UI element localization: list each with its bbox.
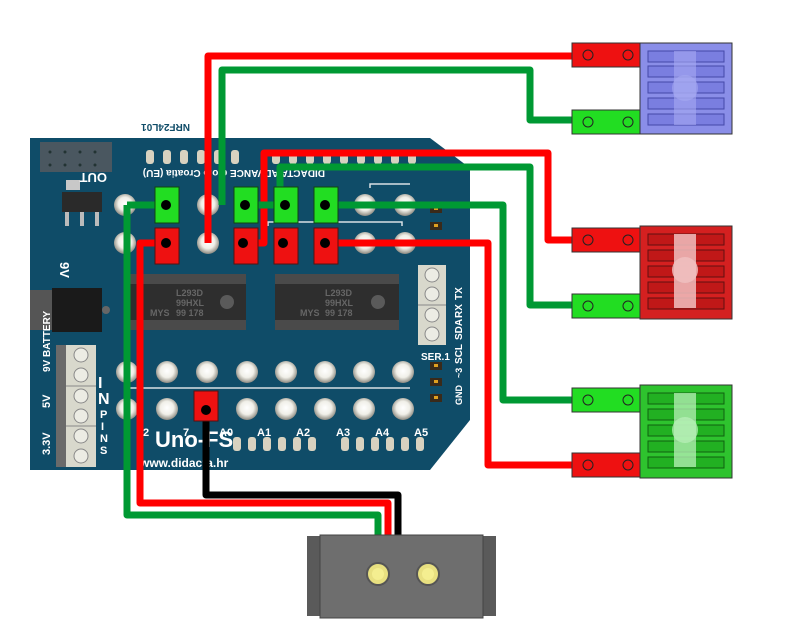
chip-date: 99 178 [325, 308, 353, 318]
connector-green [154, 186, 180, 224]
pins-label-s: S [100, 445, 107, 457]
in-label-n: N [98, 391, 110, 408]
rx-label: RX [454, 304, 465, 318]
connector-green [273, 186, 299, 224]
rail-33v-label: 3.3V [41, 432, 53, 455]
chip-part: L293D [325, 288, 353, 298]
wires [123, 52, 580, 535]
pin-label: A4 [375, 427, 390, 439]
chip-part: L293D [176, 288, 204, 298]
wire-red-servo-red [243, 149, 580, 247]
wire-red-servo-green [325, 239, 580, 469]
connector-red [154, 227, 180, 265]
chip-date: 99 178 [176, 308, 204, 318]
chip-code: 99HXL [176, 298, 205, 308]
out-label: OUT [80, 170, 108, 185]
nrf-header [40, 142, 112, 172]
ce-mark: CE [448, 443, 471, 460]
pad-row-bottom [233, 437, 424, 451]
connector-red [233, 227, 259, 265]
servo-blue [571, 42, 733, 135]
pins-label-i: I [101, 421, 104, 433]
pin-label: A1 [257, 427, 271, 439]
pin-label: 7 [183, 427, 189, 439]
rail-5v-label: 5V [41, 394, 53, 408]
board-url: www.didacta.hr [139, 456, 229, 470]
connector-red [313, 227, 339, 265]
wire-green-sensor [123, 205, 382, 535]
pin-label: A3 [336, 427, 350, 439]
wire-black [202, 409, 402, 535]
pins-label-p: P [100, 409, 107, 421]
header-connectors [154, 186, 339, 422]
power-terminal-block [56, 345, 96, 467]
connector-red [273, 227, 299, 265]
gnd-side-label: GND [454, 385, 464, 406]
pwm3-side-label: ~3 [454, 368, 464, 378]
connector-green [233, 186, 259, 224]
servo-red [571, 225, 733, 320]
wire-red-sensor [136, 250, 392, 535]
brand-label: DIDACTA ADVANCE d.o.o Croatia (EU) [143, 167, 325, 178]
pin-label: A2 [296, 427, 310, 439]
pcb-board: L293D 99HXL MYS 99 178 L293D 99HXL MYS 9… [30, 121, 471, 470]
battery-label: 9V BATTERY [42, 311, 53, 372]
ser1-label: SER.1 [421, 352, 450, 363]
chip-mfr: MYS [300, 308, 320, 318]
pin-label: A5 [414, 427, 428, 439]
motor-driver-chip-1: L293D 99HXL MYS 99 178 [130, 274, 246, 330]
connector-green [313, 186, 339, 224]
servo-green [571, 384, 733, 479]
pin-label: A0 [219, 427, 233, 439]
wire-green-servo-blue [218, 66, 580, 205]
connector-red-sensor [193, 390, 219, 422]
tx-label: TX [454, 287, 465, 300]
dc-power-jack [30, 288, 110, 332]
pins-label-n: N [100, 433, 108, 445]
motor-driver-chip-2: L293D 99HXL MYS 99 178 [275, 274, 399, 330]
power-in-label: 9V [57, 262, 72, 278]
wire-green-servo-green [325, 201, 580, 404]
serial-terminal-block [418, 265, 446, 345]
pin-label: 2 [143, 427, 149, 439]
chip-mfr: MYS [150, 308, 170, 318]
voltage-regulator [62, 180, 102, 226]
nrf-label: NRF24L01 [141, 121, 190, 132]
wire-red-servo-blue [204, 52, 580, 243]
in-label-i: I [98, 375, 102, 392]
ir-sensor [307, 534, 496, 619]
chip-code: 99HXL [325, 298, 354, 308]
sda-label: SDA [454, 319, 465, 340]
scl-label: SCL [454, 344, 465, 364]
board-name: Uno-FS [155, 427, 233, 452]
in-pin-holes [116, 361, 414, 383]
